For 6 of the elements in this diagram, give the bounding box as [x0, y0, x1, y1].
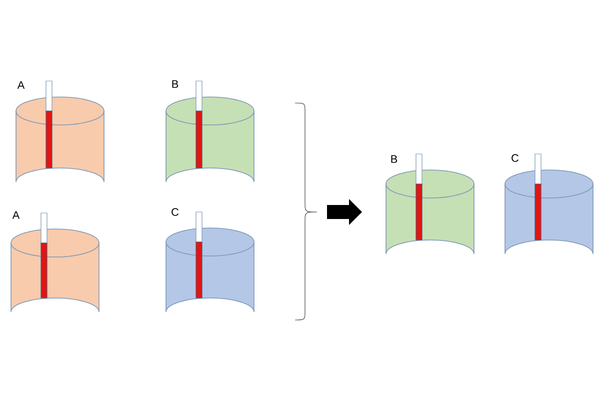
beaker-label: B	[391, 155, 398, 163]
beaker-label: A	[12, 211, 20, 219]
beaker-label: A	[17, 81, 25, 89]
beaker-label: C	[512, 154, 519, 162]
beaker-label: C	[172, 208, 179, 216]
beaker-label: B	[172, 80, 178, 88]
